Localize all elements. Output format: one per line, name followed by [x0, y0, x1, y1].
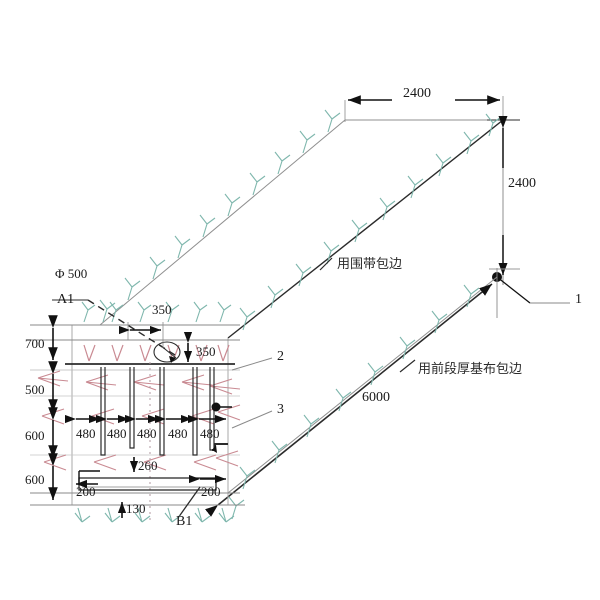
dimension-label-480-1: 480	[76, 426, 96, 441]
dimension-label-600-upper: 600	[25, 428, 45, 443]
dimension-label-700: 700	[25, 336, 45, 351]
anchor-label-B1: B1	[176, 514, 193, 529]
anchor-label-A1: A1	[57, 292, 75, 307]
dimension-label-200-left: 200	[76, 484, 96, 499]
hatch-marks-green-lower	[228, 284, 480, 520]
dimension-label-right-2400: 2400	[508, 176, 536, 191]
note-top-leader	[319, 257, 333, 271]
note-bottom-label: 用前段厚基布包边	[418, 362, 523, 377]
callout-label-2: 2	[277, 349, 284, 364]
dimension-label-350-vertical: 350	[196, 344, 216, 359]
dimension-label-600-lower: 600	[25, 472, 45, 487]
inner-node-dot	[211, 402, 232, 412]
dimension-label-480-4: 480	[168, 426, 188, 441]
callout-2-leader	[231, 357, 273, 371]
dimension-label-350-horizontal: 350	[152, 302, 172, 317]
dimension-label-480-3: 480	[137, 426, 157, 441]
phi-label: Φ 500	[55, 266, 88, 281]
anchor-B1-leader	[177, 486, 201, 519]
dimension-label-480-5: 480	[200, 426, 220, 441]
dimension-350-horizontal	[118, 322, 164, 348]
dimension-label-480-2: 480	[107, 426, 127, 441]
note-bottom-leader	[399, 359, 416, 373]
hatch-marks-green-box-top	[81, 301, 232, 323]
dimension-label-6000: 6000	[362, 390, 390, 405]
hatch-marks-green-upper	[99, 109, 502, 331]
dimension-label-260: 260	[138, 458, 158, 473]
callout-label-3: 3	[277, 402, 284, 417]
lower-diagonal-edges	[205, 276, 498, 517]
dimension-top-2400	[344, 95, 504, 122]
dimension-200-left	[76, 470, 100, 489]
detail-section-outline	[30, 324, 245, 506]
dimension-label-top-2400: 2400	[403, 86, 431, 101]
note-top-label: 用围带包边	[337, 257, 403, 272]
callout-3-leader	[231, 410, 273, 429]
hatch-marks-green-box-bottom	[74, 507, 235, 523]
base-slab	[78, 477, 217, 491]
callout-label-1: 1	[575, 292, 582, 307]
dimension-label-200-right: 200	[201, 484, 221, 499]
dimension-label-130: 130	[126, 501, 146, 516]
callout-1-leader	[489, 268, 570, 318]
dimension-label-500: 500	[25, 382, 45, 397]
